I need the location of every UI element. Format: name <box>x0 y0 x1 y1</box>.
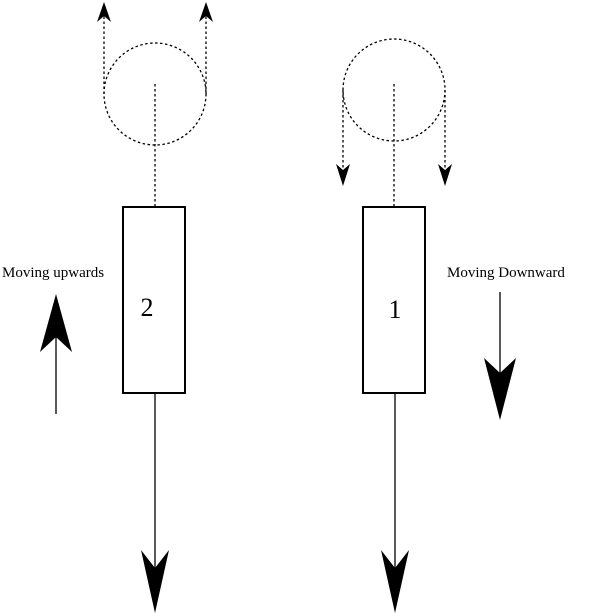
left-rope-left-arrowhead <box>97 2 111 22</box>
block-1 <box>362 206 426 394</box>
block-2-label: 2 <box>141 293 154 322</box>
block-2 <box>122 206 186 394</box>
left-rope-right-arrowhead <box>199 2 213 22</box>
right-motion-arrowhead <box>484 358 516 420</box>
right-motion-label: Moving Downward <box>447 265 565 281</box>
right-rope-right-arrowhead <box>438 164 452 186</box>
block-1-label: 1 <box>389 295 402 324</box>
right-weight-arrowhead <box>381 550 409 613</box>
left-system: 2 Moving upwards <box>2 2 213 613</box>
right-rope-left-arrowhead <box>336 164 350 186</box>
left-weight-arrowhead <box>141 550 169 613</box>
left-motion-arrowhead <box>40 294 72 352</box>
right-system: 1 Moving Downward <box>336 38 565 613</box>
left-motion-label: Moving upwards <box>2 265 104 281</box>
